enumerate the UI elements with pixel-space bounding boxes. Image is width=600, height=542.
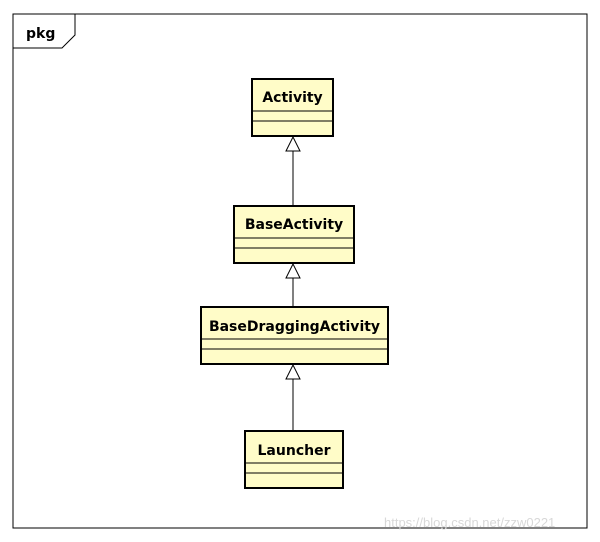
package-label: pkg [26, 26, 55, 42]
class-name: Launcher [258, 443, 331, 459]
generalization-basedragging-baseactivity [285, 262, 301, 306]
watermark-text: https://blog.csdn.net/zzw0221 [384, 515, 555, 530]
class-base-activity[interactable]: BaseActivity [233, 205, 355, 264]
class-name: BaseActivity [245, 217, 343, 233]
class-name: BaseDraggingActivity [209, 319, 380, 335]
class-launcher[interactable]: Launcher [244, 430, 344, 489]
class-base-dragging-activity[interactable]: BaseDraggingActivity [200, 306, 389, 365]
class-activity[interactable]: Activity [251, 78, 334, 137]
class-name: Activity [262, 90, 322, 106]
generalization-baseactivity-activity [285, 135, 301, 205]
package-tab [13, 14, 76, 49]
generalization-launcher-basedragging [285, 363, 301, 430]
